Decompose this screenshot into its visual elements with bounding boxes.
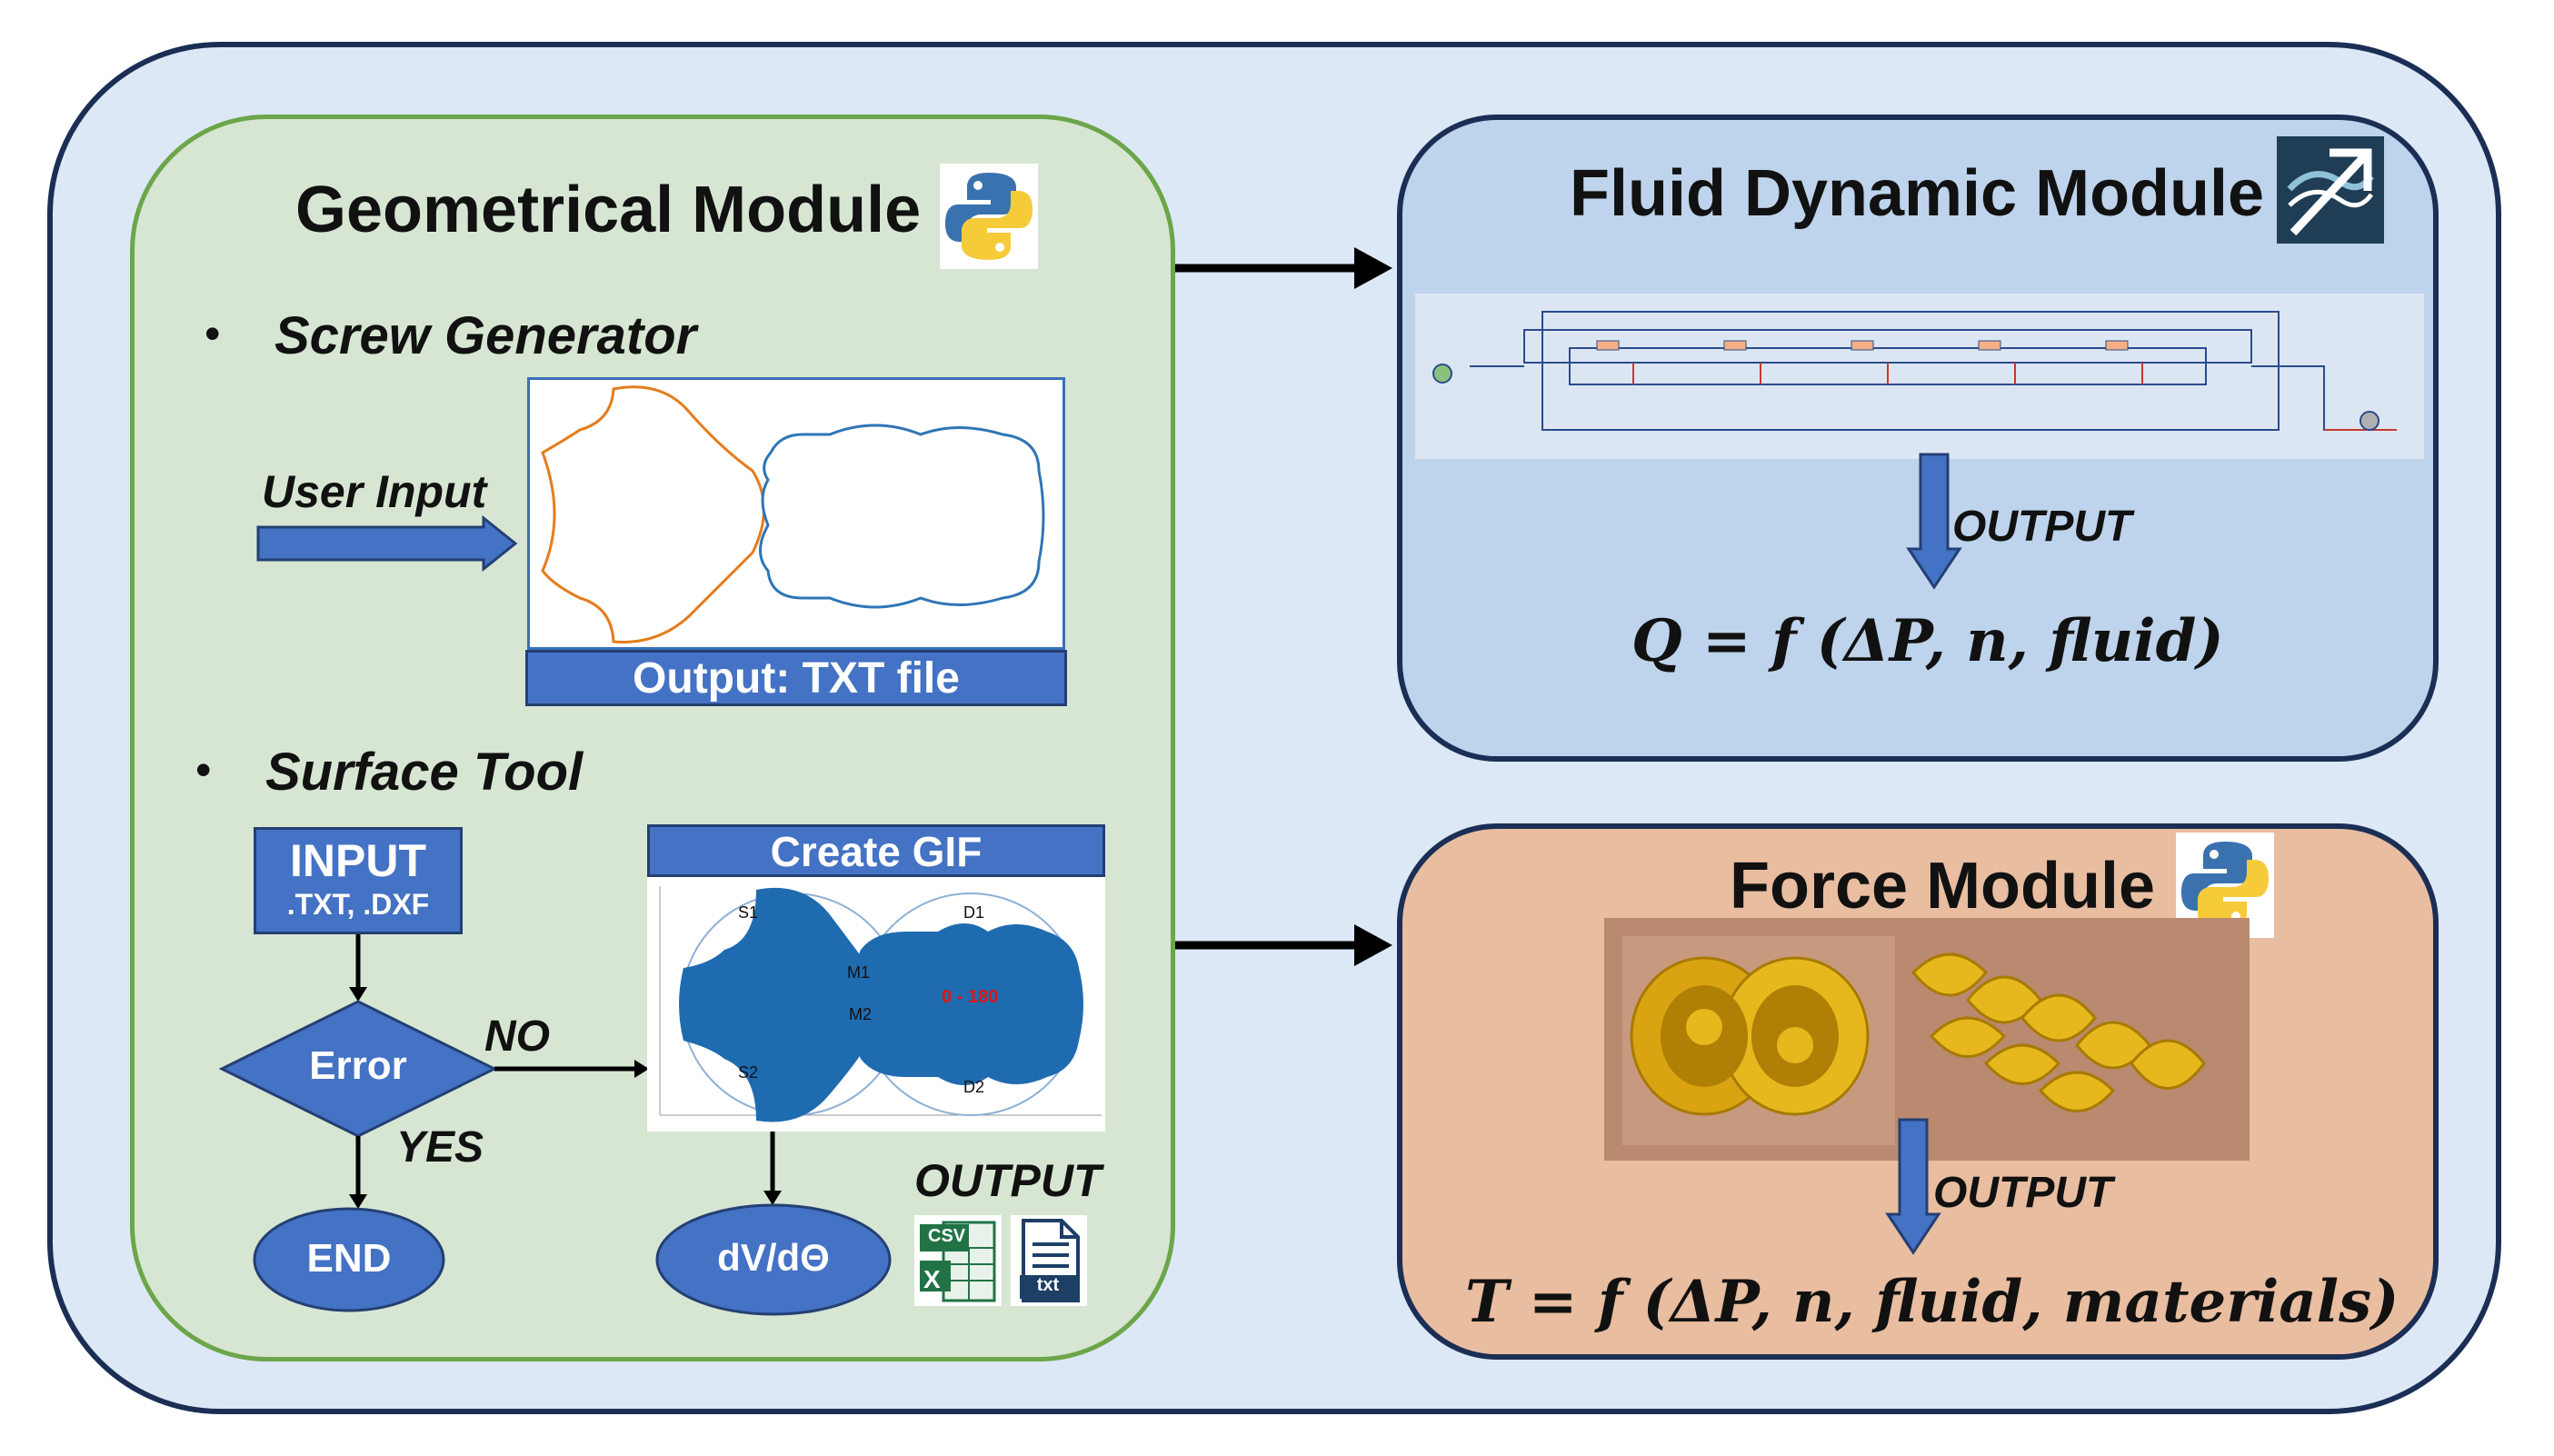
input-box-formats: .TXT, .DXF (286, 888, 430, 921)
gif-plot (647, 877, 1105, 1132)
yes-label: YES (396, 1123, 484, 1172)
no-label: NO (484, 1012, 550, 1061)
plot-label-m1: M1 (847, 963, 871, 982)
plot-label-d1: D1 (963, 903, 985, 922)
fluid-module-title: Fluid Dynamic Module (1570, 157, 2265, 230)
txt-file-icon (1011, 1215, 1087, 1306)
output-txt-bar: Output: TXT file (525, 650, 1067, 706)
bullet-dot: • (205, 308, 221, 359)
end-ellipse (253, 1207, 445, 1312)
user-input-arrow (256, 514, 518, 573)
plot-label-s1: S1 (738, 903, 759, 922)
input-box: INPUT .TXT, .DXF (254, 827, 463, 934)
arrow-to-fluid-module (1175, 247, 1392, 289)
fluid-output-label: OUTPUT (1952, 503, 2132, 551)
plot-label-d2: D2 (963, 1078, 985, 1096)
fluid-circuit-schematic (1415, 294, 2424, 459)
screw-profile-image (527, 377, 1065, 650)
force-output-arrow (1885, 1118, 1941, 1255)
fluid-output-arrow (1906, 453, 1962, 590)
geometrical-output-label: OUTPUT (914, 1155, 1102, 1206)
python-icon (2176, 833, 2274, 938)
dvdtheta-label: dV/dΘ (717, 1236, 830, 1279)
plot-angle-label: 0 - 180 (942, 987, 999, 1007)
force-output-label: OUTPUT (1933, 1169, 2113, 1217)
arrow-error-to-end (349, 1136, 367, 1209)
csv-icon-text: CSV (928, 1226, 966, 1246)
force-formula: T = f (ΔP, n, fluid, materials) (1465, 1268, 2399, 1336)
geometrical-module-title: Geometrical Module (295, 174, 922, 246)
geometrical-module (130, 115, 1175, 1361)
svg-text:X: X (923, 1265, 941, 1293)
arrow-error-to-gif (494, 1060, 649, 1078)
screw-generator-label: Screw Generator (274, 306, 697, 365)
python-icon (940, 164, 1038, 269)
error-label: Error (309, 1043, 407, 1088)
create-gif-bar: Create GIF (647, 824, 1105, 877)
plot-label-m2: M2 (849, 1005, 873, 1023)
user-input-label: User Input (262, 466, 487, 517)
txt-icon-text: txt (1036, 1275, 1060, 1295)
screw-3d-render (1604, 918, 2250, 1161)
arrow-to-force-module (1175, 924, 1392, 966)
fluid-formula: Q = f (ΔP, n, fluid) (1631, 607, 2224, 675)
plot-label-s2: S2 (738, 1063, 759, 1082)
arrow-gif-to-dvdtheta (763, 1131, 782, 1205)
dvdtheta-ellipse (655, 1203, 892, 1316)
end-label: END (306, 1236, 392, 1281)
input-box-title: INPUT (290, 835, 426, 886)
arrow-input-to-error (349, 934, 367, 1002)
fluid-solver-icon (2277, 136, 2384, 244)
bullet-dot: • (195, 744, 212, 795)
force-module-title: Force Module (1730, 850, 2156, 922)
csv-file-icon: X (914, 1215, 1002, 1306)
surface-tool-label: Surface Tool (265, 743, 584, 802)
